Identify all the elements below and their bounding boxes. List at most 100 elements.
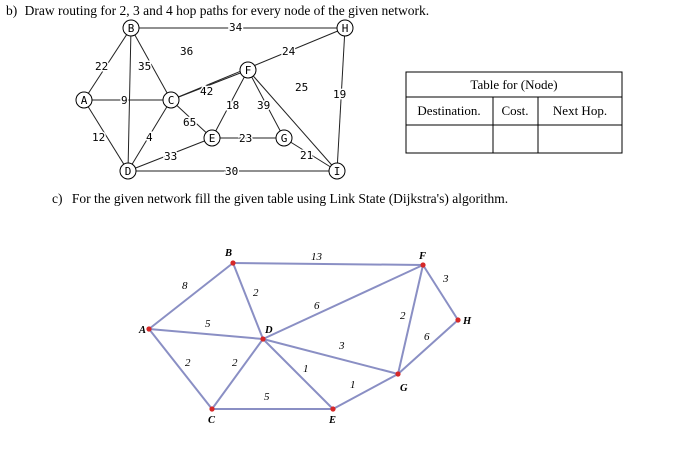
network2-nodes xyxy=(146,260,461,412)
weight-f-i: 25 xyxy=(295,81,308,94)
network1-nodes: B H A C F E G D I xyxy=(75,19,354,180)
node2-c xyxy=(209,406,215,412)
weight2-b-d: 2 xyxy=(253,287,259,299)
svg-text:A: A xyxy=(81,94,88,107)
svg-text:C: C xyxy=(168,94,175,107)
node2-d xyxy=(260,336,266,342)
weight2-g-h: 6 xyxy=(424,331,430,343)
weight-d-e: 33 xyxy=(164,150,177,163)
edge2-d-c xyxy=(211,338,264,410)
svg-text:I: I xyxy=(334,165,341,178)
node-d: D xyxy=(119,162,137,180)
node-g: G xyxy=(275,129,293,147)
edge-h-i xyxy=(336,27,346,172)
routing-table: Table for (Node) Destination. Cost. Next… xyxy=(405,71,623,154)
node2-g xyxy=(395,371,401,377)
weight2-e-g: 1 xyxy=(350,379,356,391)
node2-h xyxy=(455,317,461,323)
svg-text:F: F xyxy=(245,64,252,77)
weight-f-g: 39 xyxy=(257,99,270,112)
node-f: F xyxy=(239,61,257,79)
node2-label-d: D xyxy=(264,325,273,336)
weight2-b-f: 13 xyxy=(311,251,323,263)
question-b-pre: Draw routing for xyxy=(25,3,120,18)
question-c-body: For the given network fill the given tab… xyxy=(72,191,508,206)
edge-c-f xyxy=(170,69,249,101)
node2-label-g: G xyxy=(400,383,408,394)
edge-f-g xyxy=(247,69,285,139)
routing-table-title: Table for (Node) xyxy=(470,77,557,92)
routing-table-header-next-hop: Next Hop. xyxy=(553,103,607,118)
edge-f-e xyxy=(211,69,249,139)
edge-c-h xyxy=(170,27,346,101)
network2-node-labels: A B D C E G F H xyxy=(138,248,472,426)
routing-table-header-cost: Cost. xyxy=(501,103,528,118)
node-c: C xyxy=(162,91,180,109)
svg-text:G: G xyxy=(281,132,288,145)
edge2-b-f xyxy=(232,262,424,266)
weight2-d-g: 3 xyxy=(338,340,345,352)
question-b-post: and 4 hop paths for every node of the gi… xyxy=(143,3,429,18)
weight-a-b: 22 xyxy=(95,60,108,73)
weight-c-h: 24 xyxy=(282,45,296,58)
weight-b-c: 36 xyxy=(180,45,193,58)
weight2-f-h: 3 xyxy=(442,273,449,285)
edge-c-e xyxy=(170,99,213,139)
node-a: A xyxy=(75,91,93,109)
node2-label-f: F xyxy=(418,251,426,262)
weight2-d-f: 6 xyxy=(314,300,320,312)
network2-weights: 8 5 2 2 13 6 2 5 1 3 1 2 3 6 xyxy=(182,251,449,403)
network2-edges xyxy=(148,262,459,410)
question-b-label: b) xyxy=(6,3,17,18)
network1-edges xyxy=(83,27,346,172)
edge2-g-h xyxy=(397,319,459,375)
question-b-text: b) Draw routing for 2, 3 and 4 hop paths… xyxy=(6,3,429,18)
network1-weights: 34 36 24 22 35 9 42 65 18 39 25 19 12 4 … xyxy=(91,20,348,180)
routing-table-header-destination: Destination. xyxy=(417,103,480,118)
edge-b-c xyxy=(130,27,172,101)
weight-d-c: 4 xyxy=(146,131,153,144)
edge2-a-d xyxy=(148,328,264,340)
weight2-c-e: 5 xyxy=(264,391,270,403)
node2-label-e: E xyxy=(328,415,336,426)
weight2-f-g: 2 xyxy=(400,310,406,322)
edge-g-i xyxy=(283,137,338,172)
edge2-b-d xyxy=(232,262,264,340)
edge-d-c xyxy=(127,99,172,172)
question-b-hops: 2, 3 xyxy=(119,3,140,18)
weight-c-f: 42 xyxy=(200,85,213,98)
weight2-d-c: 2 xyxy=(232,357,238,369)
question-c-label: c) xyxy=(52,191,63,206)
node2-label-a: A xyxy=(138,325,146,336)
node-e: E xyxy=(203,129,221,147)
edge2-f-h xyxy=(422,264,459,321)
edge-a-b xyxy=(83,27,132,101)
edge2-e-g xyxy=(332,373,399,410)
edge2-d-f xyxy=(262,264,424,340)
weight2-a-b: 8 xyxy=(182,280,188,292)
edge-f-i xyxy=(247,69,338,172)
weight-f-e: 18 xyxy=(226,99,239,112)
weight2-a-d: 5 xyxy=(205,318,211,330)
question-c-text: c) For the given network fill the given … xyxy=(52,191,508,206)
node2-b xyxy=(230,260,236,266)
edge2-d-e xyxy=(262,338,334,410)
weight-b-h: 34 xyxy=(229,21,243,34)
svg-text:H: H xyxy=(342,22,349,35)
weight-e-g: 23 xyxy=(239,132,252,145)
node2-label-h: H xyxy=(462,316,472,327)
weight-a-d: 12 xyxy=(92,131,105,144)
edge2-d-g xyxy=(262,338,399,375)
node-h: H xyxy=(336,19,354,37)
node-i: I xyxy=(328,162,346,180)
weight-d-i: 30 xyxy=(225,165,238,178)
weight-g-i: 21 xyxy=(300,149,313,162)
node2-a xyxy=(146,326,152,332)
node2-label-b: B xyxy=(224,248,232,259)
weight2-a-c: 2 xyxy=(185,357,191,369)
edge-a-d xyxy=(83,99,129,172)
edge2-f-g xyxy=(397,264,424,375)
weight-h-i: 19 xyxy=(333,88,346,101)
node2-f xyxy=(420,262,426,268)
